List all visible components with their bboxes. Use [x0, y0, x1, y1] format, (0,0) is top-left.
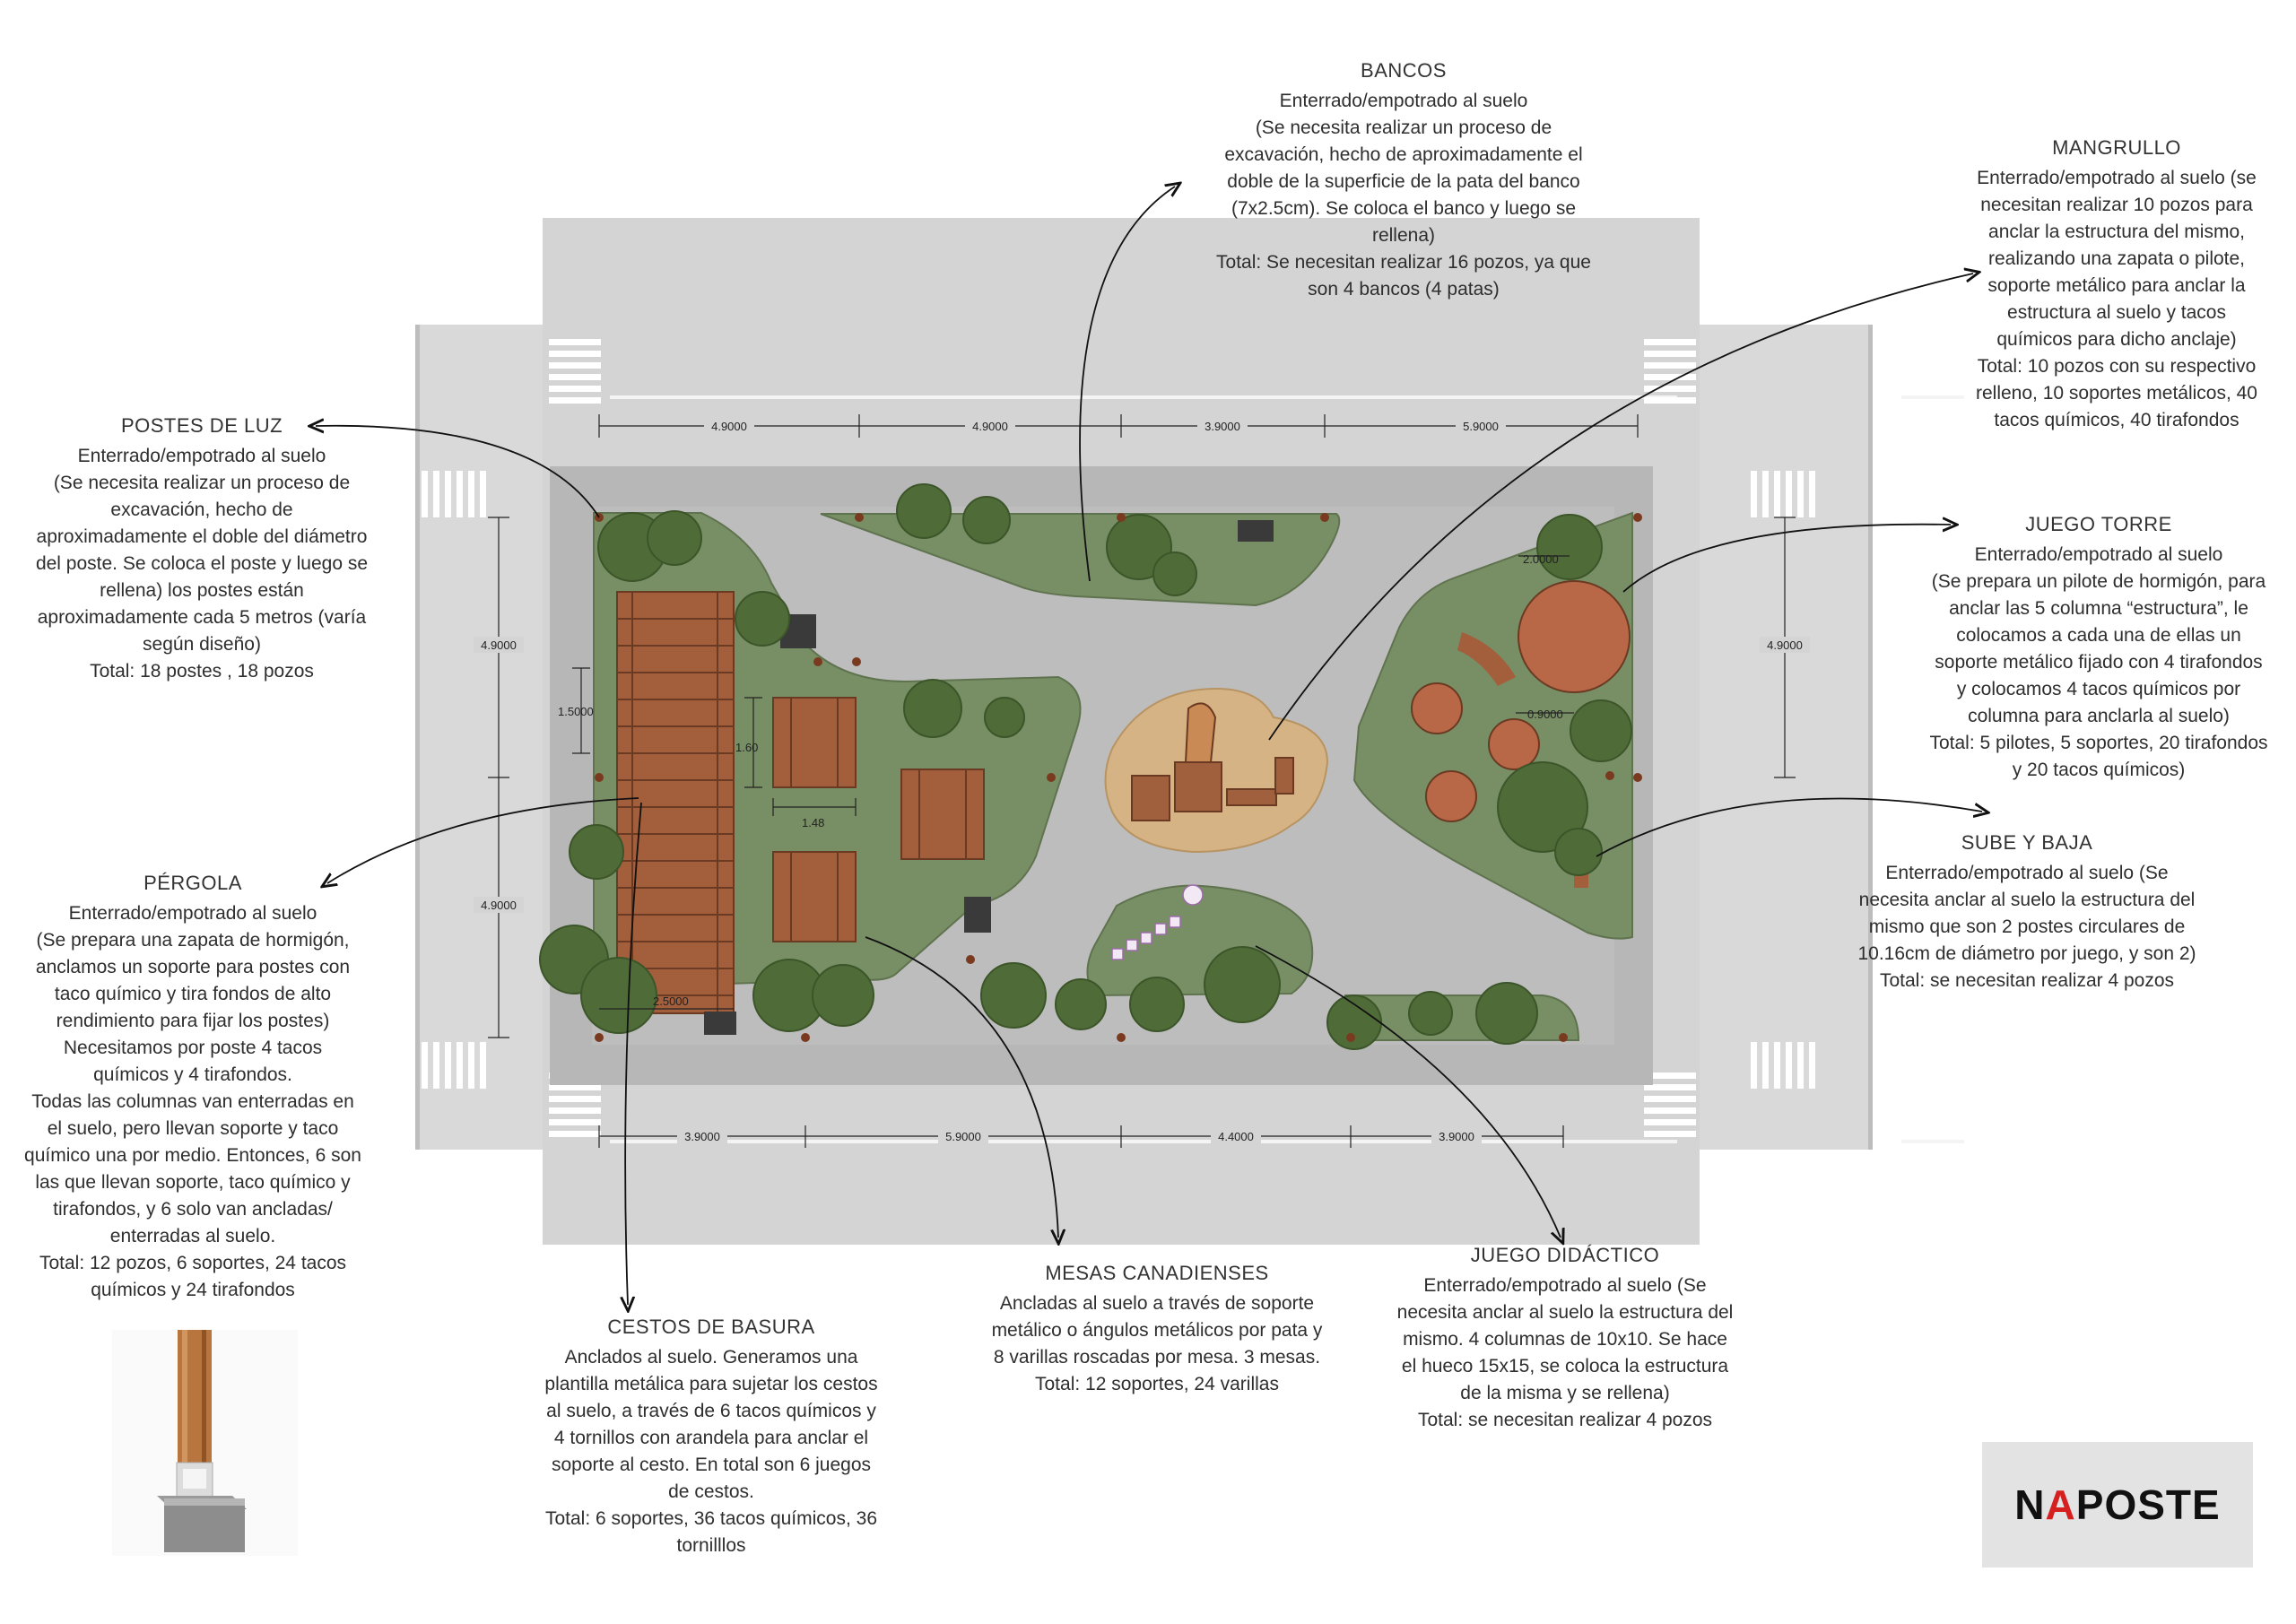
annotation-mesas-title: MESAS CANADIENSES — [1045, 1262, 1269, 1284]
annotation-sube-body: Enterrado/empotrado al suelo (Se necesit… — [1857, 863, 2196, 991]
annotation-bancos-body: Enterrado/empotrado al suelo (Se necesit… — [1216, 91, 1591, 300]
dim-bottom-4: 3.9000 — [1439, 1130, 1474, 1143]
dim-top-2: 4.9000 — [972, 420, 1008, 433]
annotation-cestos: CESTOS DE BASURA Anclados al suelo. Gene… — [518, 1314, 904, 1559]
dim-left-2: 4.9000 — [481, 899, 517, 912]
annotation-pergola-title: PÉRGOLA — [144, 872, 242, 894]
pergola — [616, 591, 735, 1014]
logo-text: NAPOSTE — [2014, 1481, 2221, 1528]
annotation-mangrullo-body: Enterrado/empotrado al suelo (se necesit… — [1975, 168, 2257, 430]
post-detail-illustration — [112, 1330, 298, 1556]
dim-tower-gap: 0.9000 — [1527, 708, 1563, 721]
annotation-mangrullo: MANGRULLO Enterrado/empotrado al suelo (… — [1946, 135, 2287, 434]
leader-lines — [316, 187, 1982, 1305]
dim-bottom-1: 3.9000 — [684, 1130, 720, 1143]
leader-mesas — [865, 936, 1058, 1238]
trees — [539, 483, 1632, 1050]
annotation-cestos-title: CESTOS DE BASURA — [607, 1316, 815, 1338]
leader-pergola — [327, 797, 639, 883]
annotation-sube: SUBE Y BAJA Enterrado/empotrado al suelo… — [1830, 829, 2224, 994]
dimension-labels: 4.9000 4.9000 3.9000 5.9000 3.9000 5.900… — [474, 418, 1810, 1144]
annotation-torre-title: JUEGO TORRE — [2025, 513, 2172, 535]
tower-game — [1411, 580, 1631, 888]
annotation-didactico: JUEGO DIDÁCTICO Enterrado/empotrado al s… — [1372, 1242, 1758, 1434]
dim-pergola-height: 1.5000 — [558, 705, 594, 718]
annotation-postes-body: Enterrado/empotrado al suelo (Se necesit… — [35, 446, 369, 682]
annotation-mesas-body: Ancladas al suelo a través de soporte me… — [991, 1293, 1323, 1394]
dim-table-width: 1.48 — [802, 816, 824, 829]
dim-top-4: 5.9000 — [1463, 420, 1499, 433]
dim-pergola-width: 2.5000 — [653, 994, 689, 1008]
leader-bancos — [1079, 187, 1175, 582]
dim-left-1: 4.9000 — [481, 638, 517, 652]
annotation-didactico-title: JUEGO DIDÁCTICO — [1470, 1244, 1660, 1266]
leader-postes — [316, 426, 600, 518]
picnic-tables — [772, 697, 985, 942]
dim-bottom-3: 4.4000 — [1218, 1130, 1254, 1143]
dim-bottom-2: 5.9000 — [945, 1130, 981, 1143]
annotation-torre: JUEGO TORRE Enterrado/empotrado al suelo… — [1910, 511, 2287, 784]
annotation-bancos-title: BANCOS — [1361, 59, 1447, 82]
playground-equipment — [1131, 702, 1294, 821]
naposte-logo: NAPOSTE — [1982, 1442, 2253, 1568]
leader-mangrullo — [1268, 274, 1973, 741]
hopscotch — [1111, 884, 1204, 960]
annotation-postes-title: POSTES DE LUZ — [120, 414, 283, 437]
light-posts — [595, 513, 1642, 1042]
annotation-cestos-body: Anclados al suelo. Generamos una plantil… — [544, 1347, 878, 1556]
leader-didactico — [1255, 945, 1561, 1238]
leader-torre — [1622, 525, 1951, 593]
leader-cestos — [625, 802, 642, 1305]
dim-top-3: 3.9000 — [1205, 420, 1240, 433]
leader-sube — [1596, 797, 1982, 857]
annotation-mangrullo-title: MANGRULLO — [2052, 136, 2181, 159]
annotation-postes: POSTES DE LUZ Enterrado/empotrado al sue… — [13, 413, 390, 685]
dim-right: 4.9000 — [1767, 638, 1803, 652]
dim-table-depth: 1.60 — [735, 741, 758, 754]
annotation-bancos: BANCOS Enterrado/empotrado al suelo (Se … — [1193, 57, 1614, 303]
annotation-pergola-body: Enterrado/empotrado al suelo (Se prepara… — [24, 903, 361, 1300]
dim-tower-width: 2.0000 — [1523, 552, 1559, 566]
annotation-mesas: MESAS CANADIENSES Ancladas al suelo a tr… — [960, 1260, 1354, 1398]
annotation-didactico-body: Enterrado/empotrado al suelo (Se necesit… — [1396, 1275, 1734, 1430]
dim-top-1: 4.9000 — [711, 420, 747, 433]
annotation-sube-title: SUBE Y BAJA — [1961, 831, 2093, 854]
annotation-torre-body: Enterrado/empotrado al suelo (Se prepara… — [1929, 544, 2268, 780]
annotation-pergola: PÉRGOLA Enterrado/empotrado al suelo (Se… — [9, 870, 377, 1304]
